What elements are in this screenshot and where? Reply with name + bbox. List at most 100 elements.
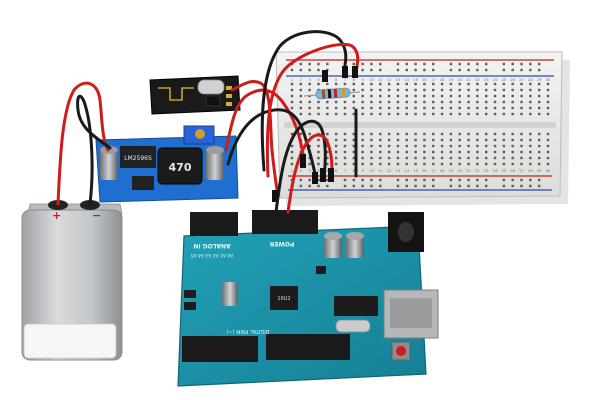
breadboard-hole <box>352 132 355 136</box>
breadboard-rail-hole <box>458 178 461 182</box>
breadboard-hole <box>467 100 470 104</box>
breadboard-rail-hole <box>537 184 541 188</box>
breadboard-hole <box>432 138 435 142</box>
breadboard-hole <box>414 112 417 116</box>
breadboard-hole <box>432 88 435 92</box>
breadboard-column-number: 26 <box>510 78 515 82</box>
breadboard-hole <box>414 156 417 160</box>
breadboard-hole <box>405 112 408 116</box>
breadboard-column-number: 17 <box>431 78 436 82</box>
breadboard-rail-hole <box>458 68 461 72</box>
breadboard-hole <box>511 144 514 148</box>
breadboard-rail-hole <box>449 62 453 66</box>
breadboard-hole <box>467 162 470 166</box>
breadboard-hole <box>343 112 347 116</box>
breadboard-hole <box>458 138 461 142</box>
breadboard-hole <box>299 94 303 98</box>
breadboard-rail-hole <box>432 178 435 182</box>
breadboard-hole <box>440 162 444 166</box>
breadboard-hole <box>405 156 408 160</box>
breadboard-hole <box>520 138 523 142</box>
breadboard-hole <box>405 138 408 142</box>
breadboard-rail-hole <box>396 68 400 72</box>
breadboard-hole <box>352 112 355 116</box>
breadboard-hole <box>458 100 461 104</box>
breadboard-hole <box>405 150 408 154</box>
breadboard-rail-hole <box>326 178 329 182</box>
breadboard-hole <box>476 162 479 166</box>
breadboard-hole <box>290 150 294 154</box>
breadboard-hole <box>370 88 373 92</box>
breadboard-hole <box>396 156 400 160</box>
breadboard-hole <box>299 82 303 86</box>
breadboard-column-number: 9 <box>361 78 364 82</box>
breadboard-column-number: 30 <box>546 169 551 173</box>
breadboard-hole <box>485 100 488 104</box>
breadboard-rail-hole <box>308 184 311 188</box>
breadboard-hole <box>467 138 470 142</box>
breadboard-hole <box>458 150 461 154</box>
breadboard-hole <box>502 82 506 86</box>
breadboard-hole <box>334 132 338 136</box>
breadboard-rail-hole <box>370 184 373 188</box>
breadboard-hole <box>449 132 453 136</box>
breadboard-hole <box>485 112 488 116</box>
breadboard-rail-hole <box>449 68 453 72</box>
resistor <box>303 87 361 100</box>
breadboard-column-number: 18 <box>440 169 445 173</box>
breadboard-rail-hole <box>361 68 364 72</box>
breadboard-hole <box>485 106 488 110</box>
breadboard-hole <box>352 150 355 154</box>
breadboard-hole <box>343 138 347 142</box>
breadboard-hole <box>476 132 479 136</box>
breadboard-hole <box>334 162 338 166</box>
breadboard-rail-hole <box>432 68 435 72</box>
breadboard-hole <box>449 156 453 160</box>
breadboard-hole <box>476 100 479 104</box>
breadboard-hole <box>334 112 338 116</box>
breadboard-rail-hole <box>476 178 479 182</box>
breadboard-rail-hole <box>379 68 382 72</box>
breadboard-hole <box>370 156 373 160</box>
breadboard-rail-hole <box>299 62 303 66</box>
breadboard-rail-hole <box>537 62 541 66</box>
breadboard-column-number: 5 <box>326 169 328 173</box>
breadboard-column-number: 3 <box>309 78 311 82</box>
breadboard-hole <box>458 82 461 86</box>
breadboard-rail-hole <box>485 62 488 66</box>
breadboard-hole <box>546 144 550 148</box>
breadboard-hole <box>290 132 294 136</box>
battery-body <box>21 209 123 361</box>
breadboard-hole <box>326 100 329 104</box>
breadboard-hole <box>387 144 391 148</box>
breadboard-hole <box>352 94 355 98</box>
breadboard-rail-hole <box>361 62 364 66</box>
breadboard-hole <box>317 100 320 104</box>
arduino-capacitor-2 <box>346 236 364 258</box>
breadboard-rail-hole <box>370 62 373 66</box>
breadboard-hole <box>537 132 541 136</box>
wires <box>56 30 360 214</box>
breadboard-hole <box>334 82 338 86</box>
breadboard-hole <box>458 132 461 136</box>
breadboard-column-number: 17 <box>431 169 436 173</box>
breadboard-rail-hole <box>317 178 320 182</box>
breadboard-hole <box>449 144 453 148</box>
breadboard-hole <box>361 88 364 92</box>
breadboard-hole <box>520 100 523 104</box>
breadboard-hole <box>458 106 461 110</box>
breadboard-rail-hole <box>290 68 294 72</box>
breadboard-hole <box>299 106 303 110</box>
arduino-header-bottom-left <box>182 336 258 362</box>
breadboard-hole <box>485 150 488 154</box>
breadboard-column-number: 2 <box>300 78 302 82</box>
breadboard-hole <box>299 100 303 104</box>
breadboard-hole <box>379 100 382 104</box>
breadboard-hole <box>440 132 444 136</box>
breadboard-hole <box>343 162 347 166</box>
breadboard-column-number: 3 <box>309 169 311 173</box>
breadboard-hole <box>476 138 479 142</box>
breadboard-hole <box>485 88 488 92</box>
breadboard-hole <box>370 144 373 148</box>
breadboard-hole <box>405 144 408 148</box>
